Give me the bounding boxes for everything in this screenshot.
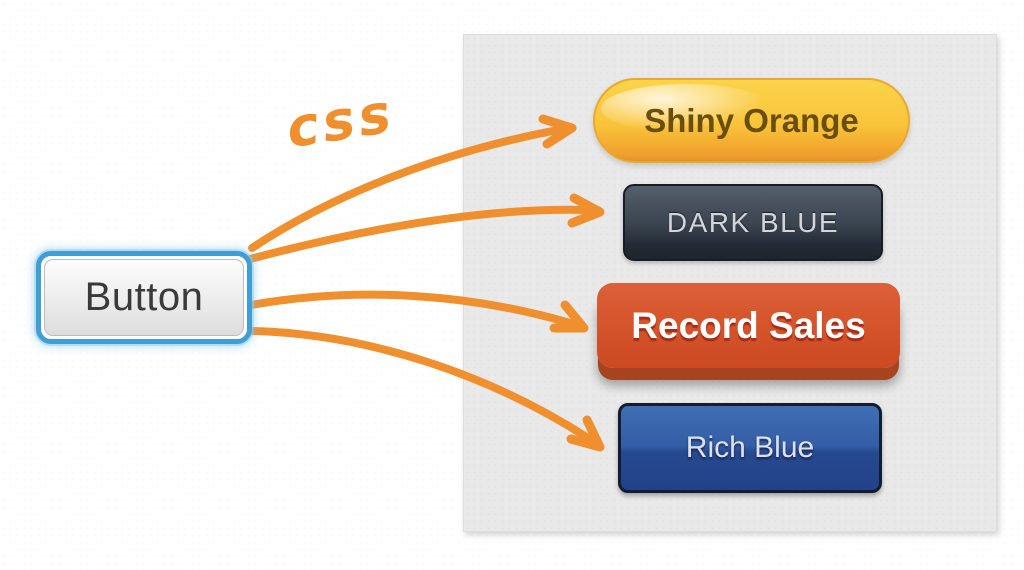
arrow-to-rich-blue xyxy=(248,327,605,452)
shiny-orange-button[interactable]: Shiny Orange xyxy=(593,78,910,163)
source-button-focus-ring: Button xyxy=(36,251,252,344)
record-sales-button[interactable]: Record Sales xyxy=(597,283,900,368)
rich-blue-button-label: Rich Blue xyxy=(685,431,815,464)
dark-blue-button[interactable]: DARK BLUE xyxy=(623,184,883,261)
record-sales-button-label: Record Sales xyxy=(631,304,866,346)
arrow-to-dark-blue xyxy=(246,193,605,263)
dark-blue-button-label: DARK BLUE xyxy=(666,206,840,238)
shiny-orange-button-label: Shiny Orange xyxy=(644,101,859,139)
rich-blue-button[interactable]: Rich Blue xyxy=(618,403,882,493)
source-button-label: Button xyxy=(84,275,204,319)
source-button[interactable]: Button xyxy=(44,259,244,336)
arrow-to-record-sales xyxy=(247,290,589,333)
arrow-to-shiny-orange xyxy=(248,114,577,252)
